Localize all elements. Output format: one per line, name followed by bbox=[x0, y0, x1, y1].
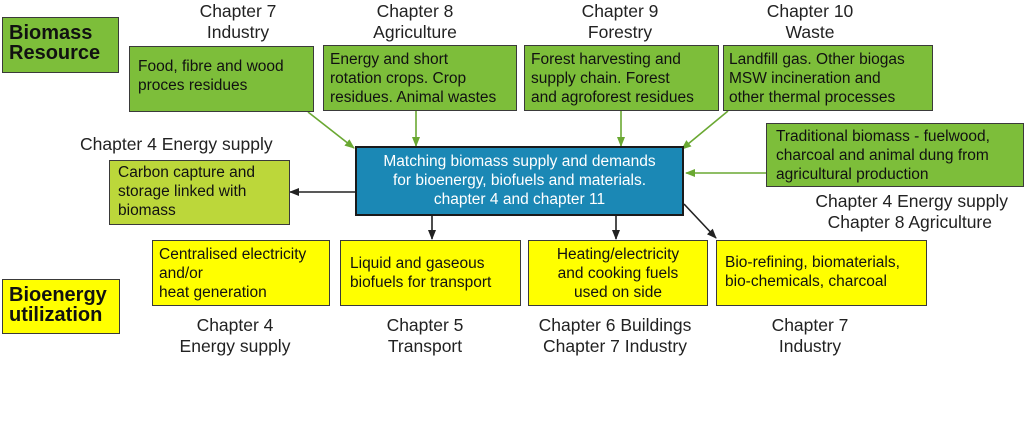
box-line: agricultural production bbox=[776, 166, 929, 183]
source-box-forestry: Forest harvesting and supply chain. Fores… bbox=[524, 45, 719, 111]
center-matching-box: Matching biomass supply and demands for b… bbox=[355, 146, 684, 216]
box-line: used on side bbox=[574, 284, 662, 301]
box-line: residues. Animal wastes bbox=[330, 89, 497, 106]
box-line: rotation crops. Crop bbox=[330, 70, 467, 87]
box-line: MSW incineration and bbox=[729, 70, 881, 87]
box-line: charcoal and animal dung from bbox=[776, 147, 989, 164]
box-line: and cooking fuels bbox=[557, 265, 679, 282]
box-line: Forest harvesting and bbox=[531, 51, 681, 68]
box-line: Centralised electricity bbox=[159, 246, 307, 263]
tag-line: Biomass bbox=[9, 22, 93, 44]
box-line: supply chain. Forest bbox=[531, 70, 670, 87]
box-line: Heating/electricity bbox=[556, 246, 680, 263]
use-box-biorefining: Bio-refining, biomaterials, bio-chemicals… bbox=[716, 240, 927, 306]
source-box-agriculture: Energy and short rotation crops. Crop resi… bbox=[323, 45, 517, 111]
box-line: Matching biomass supply and demands bbox=[383, 153, 656, 170]
box-line: bio-chemicals, charcoal bbox=[725, 273, 887, 290]
box-line: Bio-refining, biomaterials, bbox=[725, 254, 900, 271]
box-line: Traditional biomass - fuelwood, bbox=[776, 128, 990, 145]
box-line: Food, fibre and wood bbox=[138, 58, 284, 75]
arrow-industry-to-center bbox=[307, 111, 355, 149]
box-line: Carbon capture and bbox=[118, 164, 256, 181]
chapter-label-ccs: Chapter 4 Energy supply bbox=[80, 134, 273, 154]
source-box-industry-residues: Food, fibre and wood proces residues bbox=[129, 46, 314, 112]
use-box-heating-cooking: Heating/electricity and cooking fuels used… bbox=[528, 240, 708, 306]
arrow-center-to-biorefining bbox=[683, 203, 717, 239]
box-line: and/or bbox=[159, 265, 203, 282]
box-line: biofuels for transport bbox=[350, 274, 492, 291]
source-box-traditional-biomass: Traditional biomass - fuelwood, charcoal … bbox=[766, 123, 1024, 187]
box-line: proces residues bbox=[138, 77, 248, 94]
box-line: for bioenergy, biofuels and materials. bbox=[392, 172, 647, 189]
tag-line: Resource bbox=[9, 42, 101, 64]
arrow-waste-to-center bbox=[681, 110, 729, 150]
tag-line: Bioenergy bbox=[9, 284, 107, 306]
tag-line: utilization bbox=[9, 304, 103, 326]
box-line: storage linked with bbox=[118, 183, 247, 200]
box-line: heat generation bbox=[159, 284, 267, 301]
box-line: other thermal processes bbox=[729, 89, 896, 106]
ccs-box: Carbon capture and storage linked with bio… bbox=[109, 160, 290, 225]
box-line: Liquid and gaseous bbox=[350, 255, 485, 272]
use-box-centralised-electricity: Centralised electricity and/or heat genera… bbox=[152, 240, 330, 306]
box-line: chapter 4 and chapter 11 bbox=[433, 191, 606, 208]
use-box-transport-biofuels: Liquid and gaseous biofuels for transport bbox=[340, 240, 521, 306]
box-line: Landfill gas. Other biogas bbox=[729, 51, 905, 68]
box-line: Energy and short bbox=[330, 51, 449, 68]
box-line: biomass bbox=[118, 202, 176, 219]
box-line: and agroforest residues bbox=[531, 89, 694, 106]
